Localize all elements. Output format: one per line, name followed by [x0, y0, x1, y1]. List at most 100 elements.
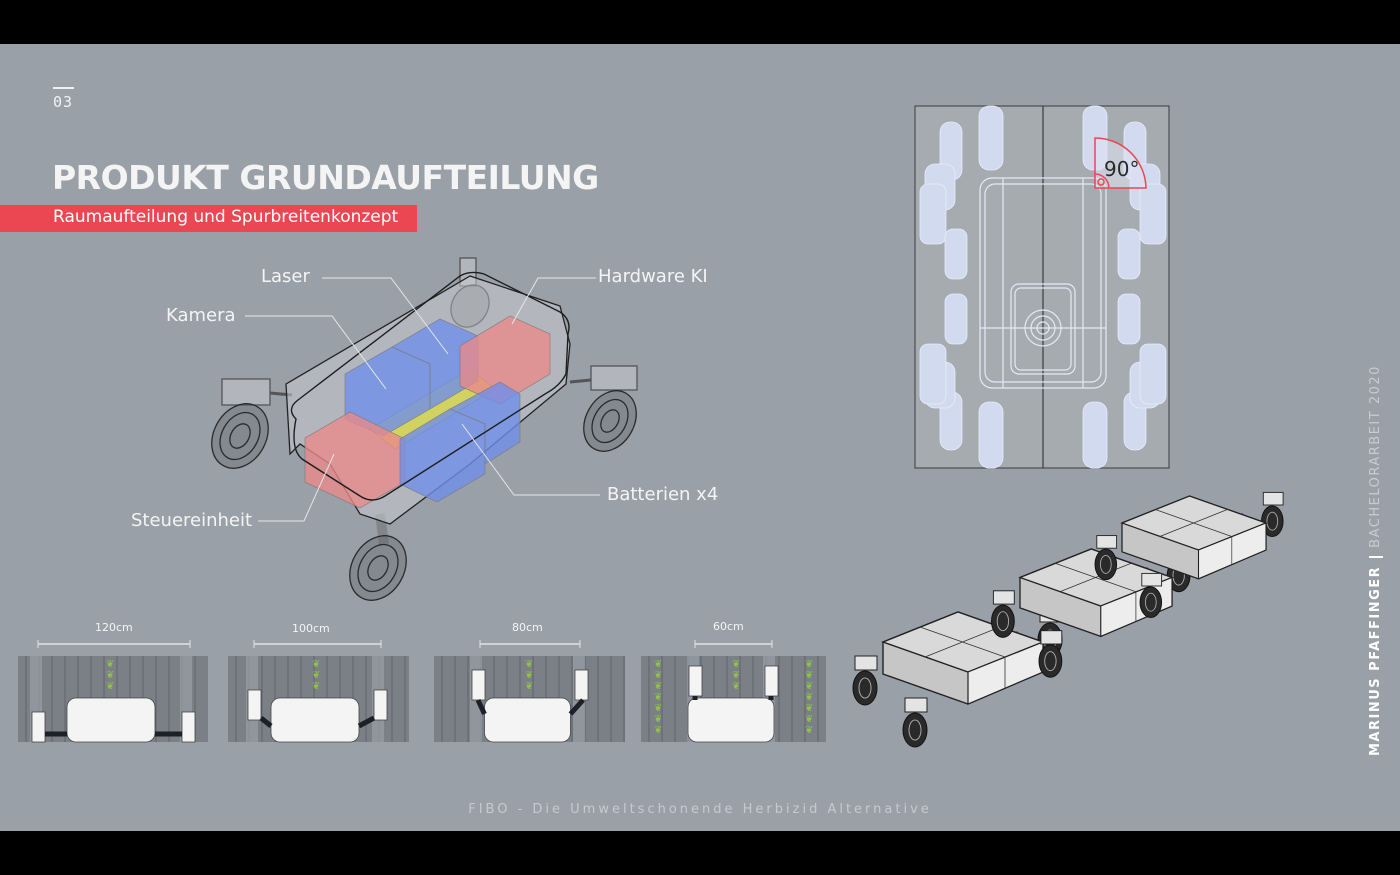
wheel-icon	[991, 604, 1015, 638]
robot-variant	[852, 607, 1063, 748]
wheel-icon	[1139, 586, 1163, 618]
sprout-icon: ❦	[106, 681, 114, 692]
sprout-icon: ❦	[805, 692, 813, 703]
wheel-icon	[211, 378, 293, 469]
sprout-icon: ❦	[525, 681, 533, 692]
robot-wheel-front-view	[181, 711, 196, 743]
page-title: PRODUKT GRUNDAUFTEILUNG	[52, 158, 599, 197]
sprout-icon: ❦	[805, 725, 813, 736]
robot-body-front-view	[270, 697, 360, 743]
sprout-icon: ❦	[525, 670, 533, 681]
sprout-icon: ❦	[654, 681, 662, 692]
leader-line-laser	[322, 277, 449, 355]
robot-body-front-view	[687, 697, 775, 743]
label-hardware-ki: Hardware KI	[598, 266, 708, 287]
author-separator	[1368, 555, 1383, 558]
top-view-wheel	[1139, 343, 1167, 405]
leader-lines	[245, 277, 600, 522]
robot-arm	[259, 716, 273, 728]
sprout-icon: ❦	[654, 670, 662, 681]
sprout-icon: ❦	[805, 670, 813, 681]
top-view-wheel	[1117, 228, 1141, 280]
section-number-rule	[53, 87, 74, 89]
track-width-label-60: 60cm	[713, 620, 744, 633]
track-width-label-120: 120cm	[95, 621, 133, 634]
top-view-wheel	[919, 343, 947, 405]
label-laser: Laser	[261, 266, 310, 287]
sprout-icon: ❦	[805, 714, 813, 725]
top-view-drawing	[914, 105, 1170, 469]
sprout-icon: ❦	[312, 681, 320, 692]
top-view-center-module	[1010, 283, 1076, 375]
sprout-icon: ❦	[654, 703, 662, 714]
component-blocks	[304, 315, 551, 509]
leader-line-hardware	[511, 277, 596, 325]
sprout-icon: ❦	[654, 725, 662, 736]
robot-arm	[475, 698, 487, 716]
leader-line-batterien	[461, 423, 600, 496]
sprout-icon: ❦	[106, 659, 114, 670]
robot-arm	[568, 698, 585, 716]
robot-variant	[991, 544, 1191, 678]
robot-exploded-view	[211, 257, 638, 601]
robot-wheel-front-view	[31, 711, 46, 743]
top-view-wheel	[978, 105, 1004, 171]
sprout-icon: ❦	[805, 681, 813, 692]
top-view-wheel	[944, 293, 968, 345]
track-width-panel: ❦❦❦	[228, 640, 409, 743]
track-width-label-80: 80cm	[512, 621, 543, 634]
label-kamera: Kamera	[166, 305, 236, 326]
wheel-icon	[1094, 548, 1118, 581]
robot-wheel-front-view	[373, 689, 388, 721]
label-batterien: Batterien x4	[607, 484, 719, 505]
top-view-wheel	[944, 228, 968, 280]
sprout-icon: ❦	[654, 714, 662, 725]
leader-line-steuereinheit	[258, 453, 335, 522]
wheel-icon	[852, 670, 878, 706]
top-view-wheel	[978, 401, 1004, 469]
top-view-wheel	[1082, 401, 1108, 469]
angle-label: 90°	[1104, 157, 1140, 181]
track-width-label-100: 100cm	[292, 622, 330, 635]
wheel-icon	[902, 712, 928, 748]
robot-variant	[1094, 491, 1284, 618]
robot-body-front-view	[66, 697, 156, 743]
hardware-ki-block	[459, 315, 551, 405]
letterbox-top	[0, 0, 1400, 44]
robot-top-rim	[290, 271, 570, 501]
sprout-icon: ❦	[654, 659, 662, 670]
sprout-icon: ❦	[805, 703, 813, 714]
sprout-icon: ❦	[732, 681, 740, 692]
sprout-icon: ❦	[654, 692, 662, 703]
sprout-icon: ❦	[312, 659, 320, 670]
wheel-icon	[1038, 644, 1063, 678]
track-width-panel: ❦❦❦❦❦❦❦❦❦❦❦❦❦❦❦❦❦	[641, 640, 826, 743]
top-view-chassis	[979, 177, 1107, 389]
robot-variants-illustration	[852, 491, 1284, 748]
top-view-wheel	[1139, 183, 1167, 245]
angle-marker	[1094, 137, 1147, 189]
page-subtitle: Raumaufteilung und Spurbreitenkonzept	[53, 207, 399, 227]
author-vertical-credit: MARINUS PFAFFINGER BACHELORARBEIT 2020	[1368, 365, 1383, 756]
author-name: MARINUS PFAFFINGER	[1368, 565, 1383, 756]
label-steuereinheit: Steuereinheit	[131, 510, 253, 531]
section-number: 03	[53, 93, 74, 111]
sprout-icon: ❦	[805, 659, 813, 670]
sprout-icon: ❦	[732, 659, 740, 670]
track-width-diagrams: ❦❦❦❦❦❦❦❦❦❦❦❦❦❦❦❦❦❦❦❦❦❦❦❦❦❦	[18, 640, 826, 743]
robot-arm	[357, 715, 376, 729]
wheel-icon	[569, 365, 638, 452]
letterbox-bottom	[0, 831, 1400, 875]
footer-project-title: FIBO - Die Umweltschonende Herbizid Alte…	[468, 802, 932, 817]
sprout-icon: ❦	[525, 659, 533, 670]
leader-line-kamera	[245, 315, 387, 390]
sprout-icon: ❦	[106, 670, 114, 681]
subtitle-band	[0, 205, 417, 232]
battery-block	[449, 381, 521, 465]
project-label: BACHELORARBEIT 2020	[1368, 365, 1383, 548]
track-width-panel: ❦❦❦	[18, 640, 208, 743]
presentation-slide: 03 PRODUKT GRUNDAUFTEILUNG Raumaufteilun…	[0, 44, 1400, 831]
robot-body-front-view	[484, 697, 571, 743]
top-view-wheel	[1117, 293, 1141, 345]
top-view-wheel	[919, 183, 947, 245]
